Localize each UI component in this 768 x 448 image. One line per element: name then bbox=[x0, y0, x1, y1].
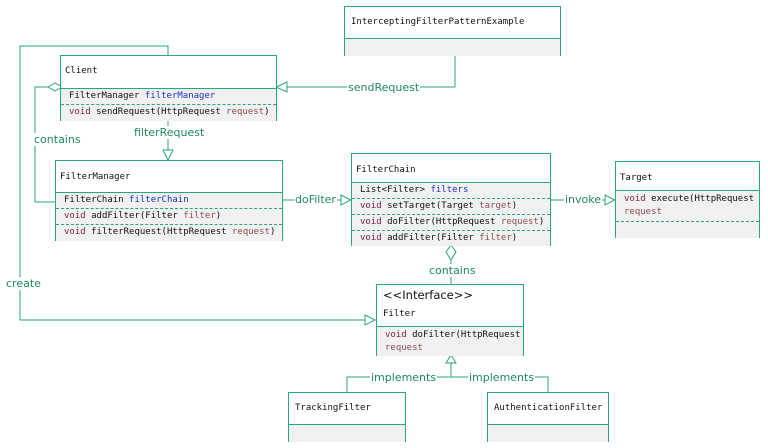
class-name: FilterManager bbox=[60, 172, 131, 182]
field-row: FilterChain filterChain bbox=[56, 193, 282, 209]
class-body bbox=[488, 424, 608, 442]
implements-left-label: implements bbox=[370, 371, 438, 384]
class-members: List<Filter> filters void setTarget(Targ… bbox=[352, 182, 550, 246]
do-filter-label: doFilter bbox=[294, 193, 337, 206]
class-authentication-filter[interactable]: AuthenticationFilter bbox=[487, 392, 609, 442]
method-row: void filterRequest(HttpRequest request) bbox=[64, 227, 276, 237]
send-request-line bbox=[276, 55, 456, 88]
interface-filter[interactable]: <<Interface>> Filter void doFilter(HttpR… bbox=[376, 284, 524, 356]
invoke-arrowhead bbox=[604, 194, 617, 206]
send-request-label: sendRequest bbox=[347, 81, 421, 94]
stereotype-label: <<Interface>> bbox=[383, 288, 474, 302]
class-name: FilterChain bbox=[356, 165, 416, 175]
do-filter-arrowhead bbox=[340, 194, 353, 206]
field-row: FilterManager filterManager bbox=[61, 89, 276, 105]
class-name: Filter bbox=[383, 309, 416, 319]
method-row: void doFilter(HttpRequest request) bbox=[352, 215, 550, 231]
filter-request-arrowhead bbox=[162, 149, 174, 162]
contains-chain-diamond bbox=[445, 244, 457, 261]
method-row: void addFilter(Filter filter) bbox=[360, 233, 518, 243]
contains-client-label: contains bbox=[33, 133, 82, 146]
class-filter-chain[interactable]: FilterChain List<Filter> filters void se… bbox=[351, 153, 551, 246]
method-row: void setTarget(Target target) bbox=[352, 199, 550, 215]
class-members: FilterManager filterManager void sendReq… bbox=[61, 88, 276, 121]
method-row: void addFilter(Filter filter) bbox=[56, 209, 282, 225]
class-name: Target bbox=[620, 173, 653, 183]
invoke-label: invoke bbox=[564, 193, 603, 206]
filter-request-label: filterRequest bbox=[133, 126, 206, 139]
contains-client-diamond bbox=[46, 82, 64, 92]
class-name: TrackingFilter bbox=[295, 403, 371, 413]
class-body bbox=[289, 424, 405, 442]
class-name: AuthenticationFilter bbox=[494, 403, 603, 413]
create-label: create bbox=[5, 277, 42, 290]
class-members: FilterChain filterChain void addFilter(F… bbox=[56, 192, 282, 241]
contains-chain-label: contains bbox=[428, 264, 477, 277]
class-filter-manager[interactable]: FilterManager FilterChain filterChain vo… bbox=[55, 160, 283, 241]
implements-arrowhead bbox=[445, 354, 457, 364]
create-line bbox=[19, 45, 375, 321]
field-row: List<Filter> filters bbox=[352, 183, 550, 199]
class-name: InterceptingFilterPatternExample bbox=[351, 17, 525, 27]
create-arrowhead bbox=[364, 314, 377, 326]
send-request-arrowhead bbox=[274, 81, 288, 93]
class-client[interactable]: Client FilterManager filterManager void … bbox=[60, 55, 277, 121]
method-row: void sendRequest(HttpRequest request) bbox=[69, 107, 270, 117]
class-tracking-filter[interactable]: TrackingFilter bbox=[288, 392, 406, 442]
class-name: Client bbox=[65, 66, 98, 76]
class-intercepting-filter-pattern-example[interactable]: InterceptingFilterPatternExample bbox=[344, 6, 561, 56]
implements-right-label: implements bbox=[468, 371, 536, 384]
class-body bbox=[345, 38, 560, 56]
